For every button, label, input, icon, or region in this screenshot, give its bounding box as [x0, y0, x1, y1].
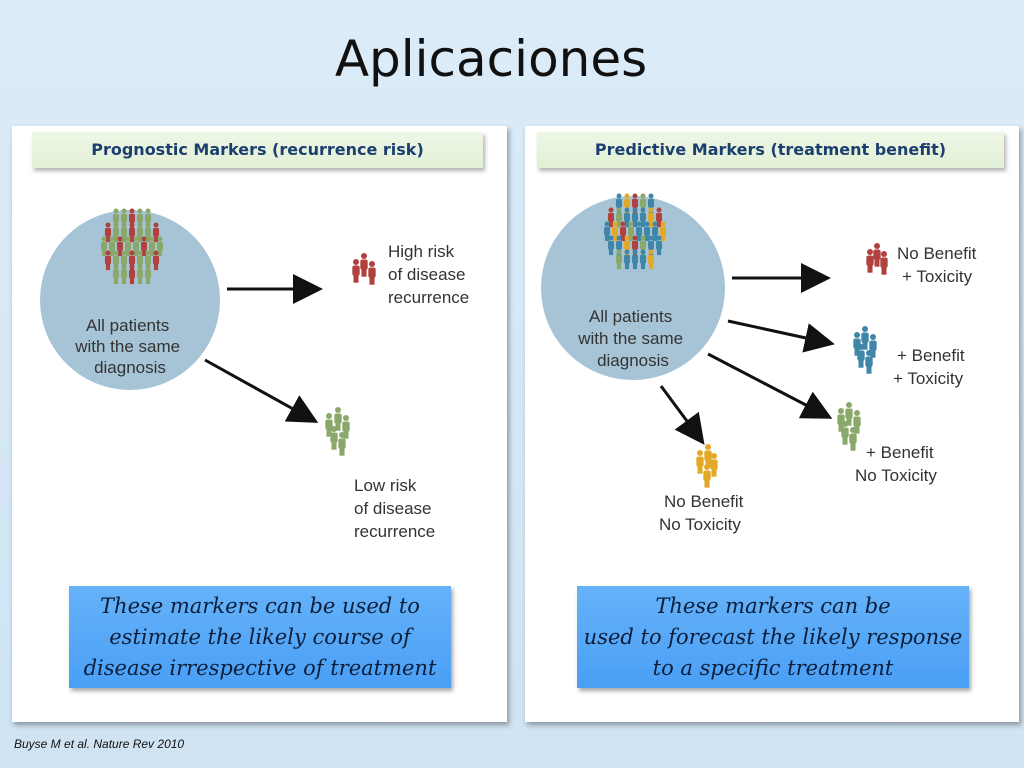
person-icon [849, 427, 857, 451]
person-icon [853, 410, 861, 434]
person-icon [116, 236, 124, 257]
person-icon [857, 344, 865, 368]
person-icon [104, 250, 112, 271]
no-benefit-no-toxicity-group [696, 444, 718, 488]
person-icon [148, 236, 156, 257]
out4-label: No Benefit No Toxicity [659, 492, 748, 534]
benefit-no-toxicity-group [837, 402, 861, 451]
prognostic-header: Prognostic Markers (recurrence risk) [32, 132, 483, 168]
person-icon [639, 249, 647, 270]
person-icon [627, 221, 635, 242]
person-icon [156, 236, 164, 257]
person-icon [647, 207, 655, 228]
person-icon [128, 264, 136, 285]
person-icon [861, 326, 869, 350]
person-icon [607, 207, 615, 228]
person-icon [866, 249, 874, 273]
person-icon [631, 207, 639, 228]
circle-label: All patients with the same diagnosis [577, 307, 688, 370]
person-icon [100, 236, 108, 257]
person-icon [342, 415, 350, 439]
predictive-panel: Predictive Markers (treatment benefit) A… [525, 126, 1019, 722]
person-icon [623, 207, 631, 228]
arrow-out3 [707, 352, 833, 419]
person-icon [643, 221, 651, 242]
person-icon [841, 421, 849, 445]
person-icon [360, 253, 368, 277]
person-icon [635, 221, 643, 242]
person-icon [132, 236, 140, 257]
person-icon [325, 413, 333, 437]
predictive-note: These markers can be used to forecast th… [577, 586, 969, 688]
person-icon [710, 453, 718, 477]
person-icon [623, 249, 631, 270]
person-icon [338, 432, 346, 456]
benefit-toxicity-group [853, 326, 877, 374]
person-icon [120, 222, 128, 243]
high-risk-group [352, 253, 376, 285]
person-icon [845, 402, 853, 426]
person-icon [615, 207, 623, 228]
prognostic-note: These markers can be used to estimate th… [69, 586, 451, 688]
person-icon [136, 264, 144, 285]
person-icon [615, 249, 623, 270]
person-icon [619, 221, 627, 242]
citation: Buyse M et al. Nature Rev 2010 [14, 737, 185, 751]
person-icon [136, 222, 144, 243]
person-icon [108, 236, 116, 257]
patients-circle [541, 196, 725, 380]
patients-crowd [603, 193, 667, 270]
person-icon [152, 222, 160, 243]
person-icon [112, 222, 120, 243]
patients-crowd [100, 208, 164, 285]
person-icon [655, 235, 663, 256]
person-icon [330, 426, 338, 450]
person-icon [368, 261, 376, 285]
person-icon [603, 221, 611, 242]
person-icon [703, 464, 711, 488]
person-icon [611, 221, 619, 242]
person-icon [651, 221, 659, 242]
person-icon [334, 407, 342, 431]
person-icon [352, 259, 360, 283]
person-icon [655, 207, 663, 228]
person-icon [120, 264, 128, 285]
person-icon [128, 222, 136, 243]
person-icon [124, 236, 132, 257]
circle-label: All patients with the same diagnosis [74, 316, 185, 377]
person-icon [140, 236, 148, 257]
person-icon [144, 222, 152, 243]
arrow-low [204, 358, 319, 423]
person-icon [873, 243, 881, 267]
predictive-diagram: All patients with the same diagnosis No … [541, 193, 981, 534]
arrow-out4 [659, 385, 705, 445]
low-risk-label: Low risk of disease recurrence [354, 476, 436, 541]
no-benefit-toxicity-group [866, 243, 888, 275]
patients-circle [40, 210, 220, 390]
person-icon [152, 250, 160, 271]
person-icon [631, 249, 639, 270]
person-icon [696, 450, 704, 474]
slide-title: Aplicaciones [334, 30, 648, 88]
person-icon [144, 264, 152, 285]
out1-label: No Benefit + Toxicity [897, 244, 981, 286]
predictive-header: Predictive Markers (treatment benefit) [537, 132, 1004, 168]
person-icon [639, 207, 647, 228]
person-icon [647, 249, 655, 270]
out2-label: + Benefit + Toxicity [893, 346, 969, 388]
out3-label: + Benefit No Toxicity [855, 443, 938, 485]
person-icon [112, 264, 120, 285]
low-risk-group [325, 407, 350, 456]
high-risk-label: High risk of disease recurrence [388, 242, 470, 307]
person-icon [104, 222, 112, 243]
person-icon [704, 444, 712, 468]
prognostic-diagram: All patients with the same diagnosis Hig… [40, 208, 470, 541]
prognostic-panel: Prognostic Markers (recurrence risk) All… [12, 126, 507, 722]
person-icon [869, 334, 877, 358]
person-icon [607, 235, 615, 256]
person-icon [659, 221, 667, 242]
arrow-out2 [727, 319, 835, 353]
person-icon [880, 251, 888, 275]
person-icon [865, 350, 873, 374]
